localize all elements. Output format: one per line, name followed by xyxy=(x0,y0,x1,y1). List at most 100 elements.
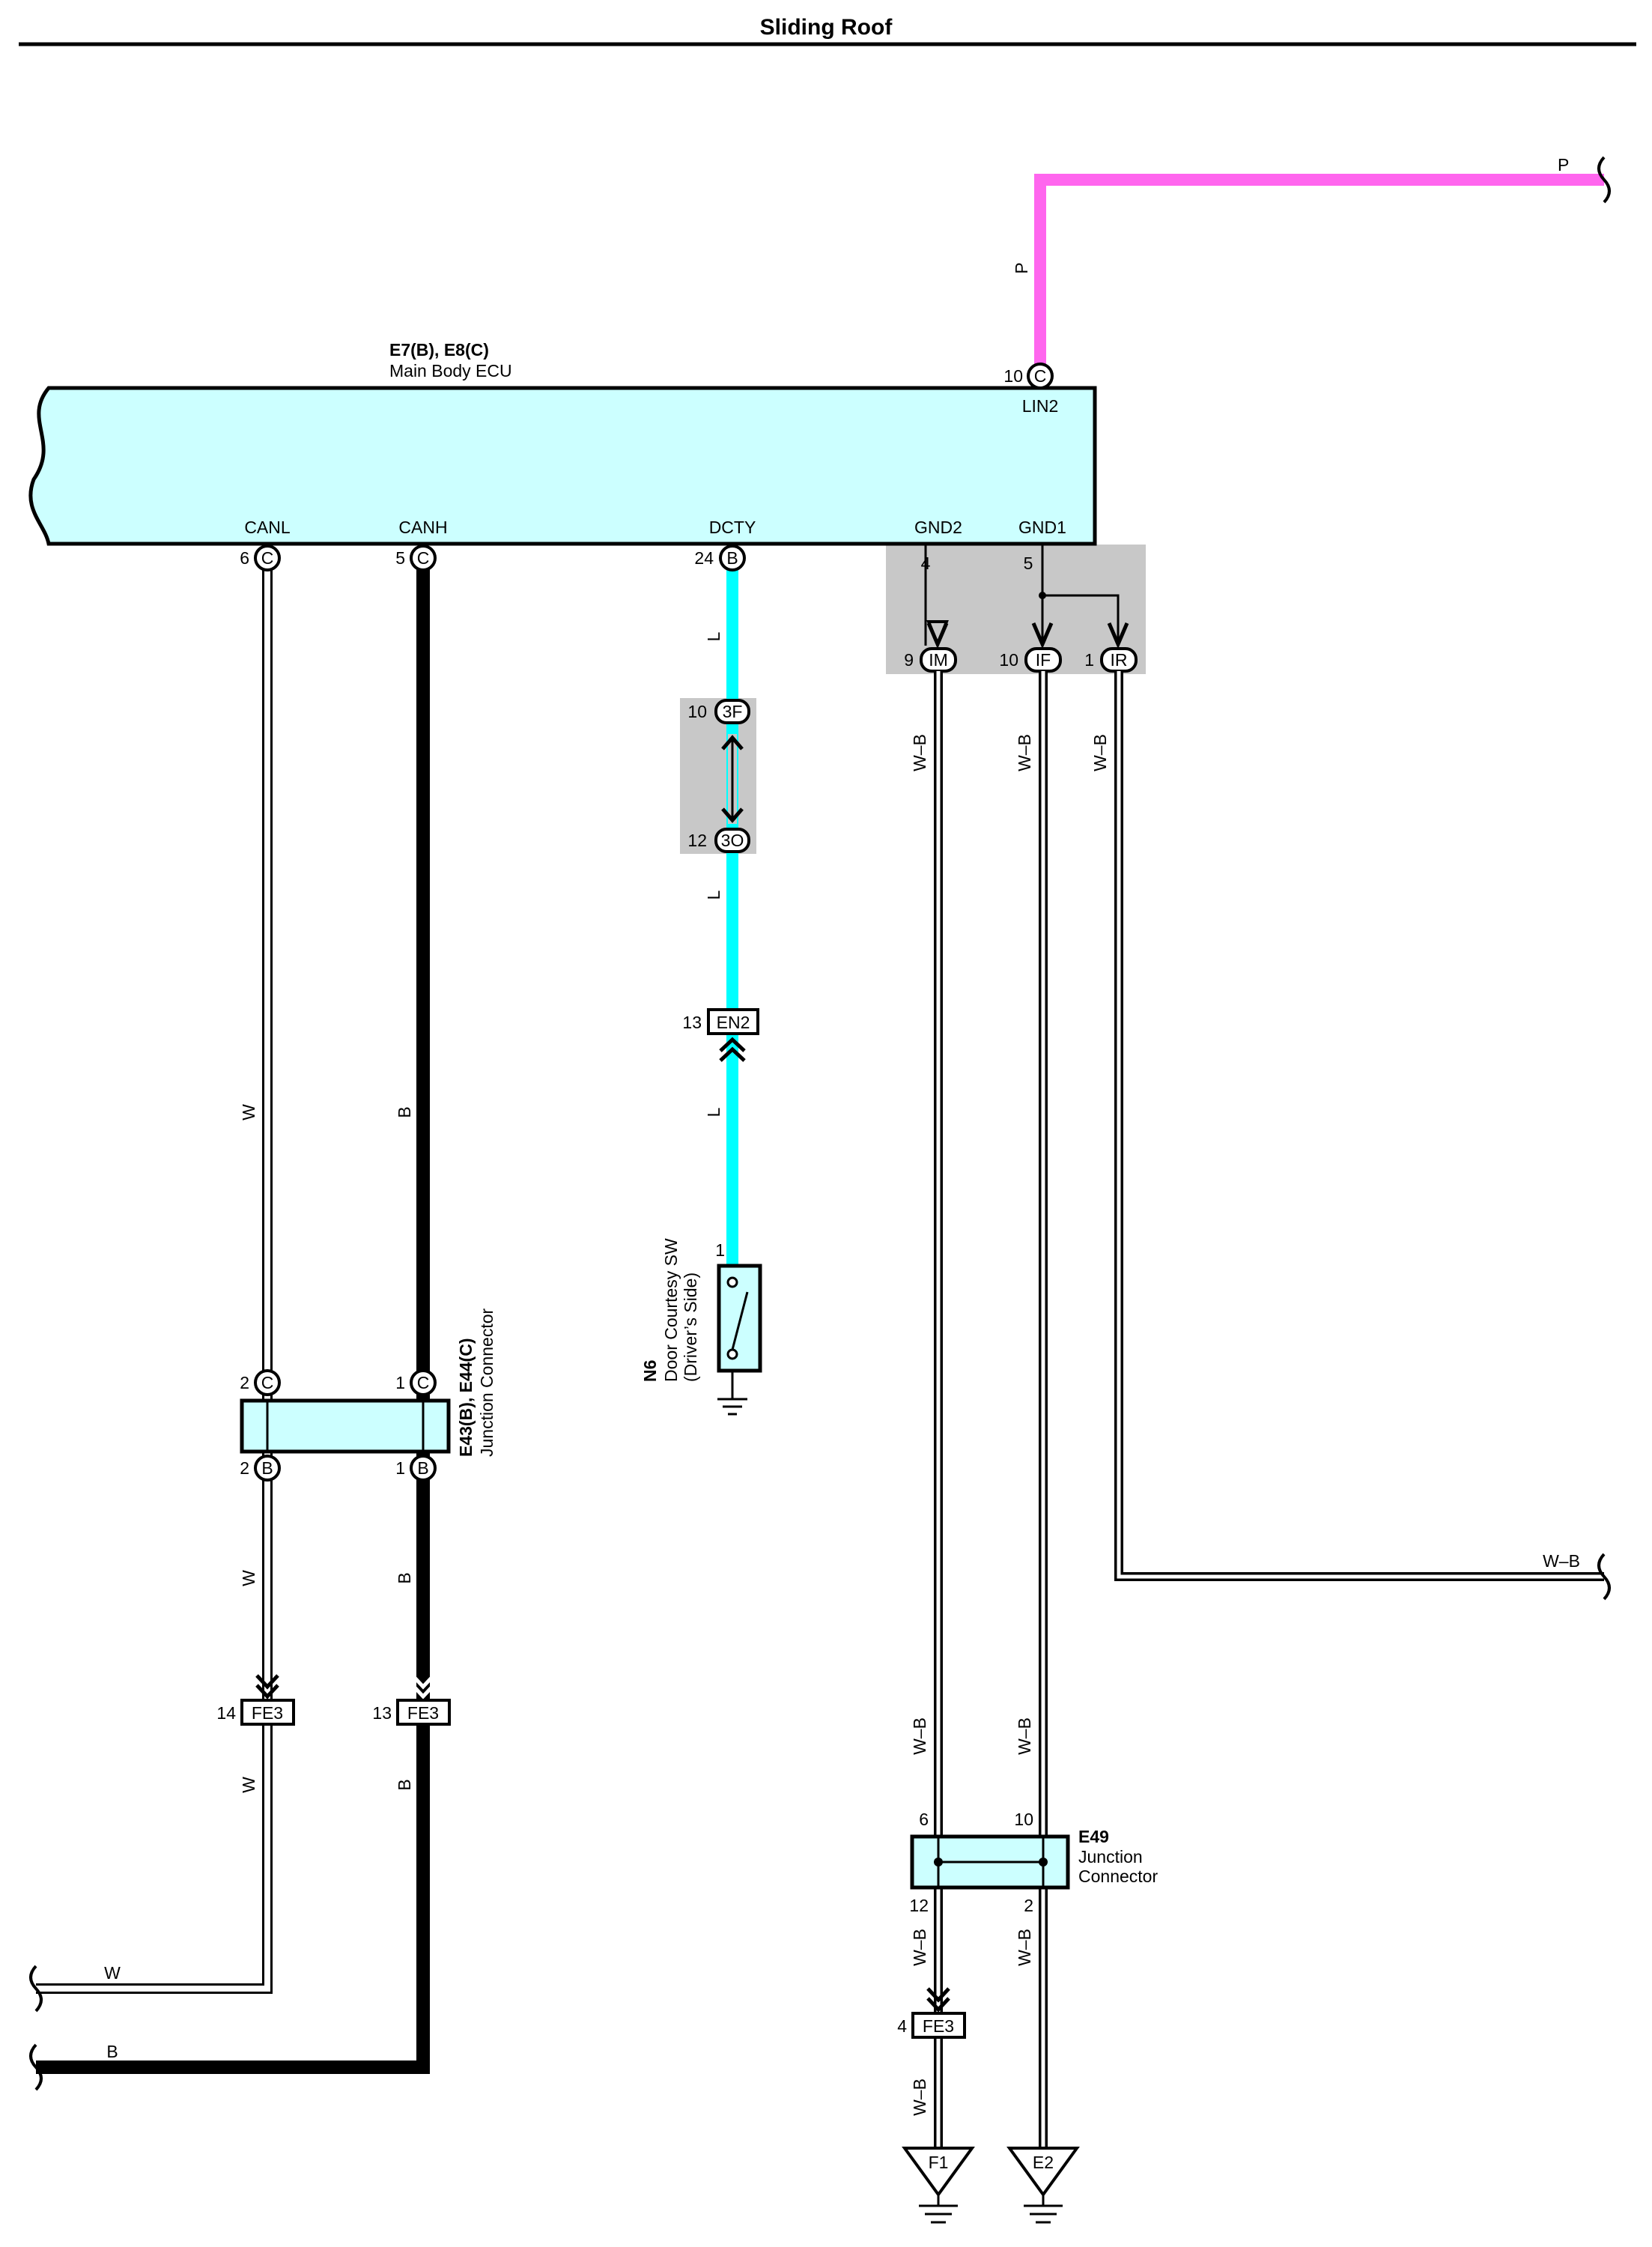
ground-e2-code: E2 xyxy=(1033,2153,1054,2172)
ecu-pin-lin2-conn: C xyxy=(1034,366,1047,386)
connector-3o-num: 12 xyxy=(687,831,707,850)
ecu-pin-canl-label: CANL xyxy=(244,518,291,537)
door-courtesy-switch xyxy=(717,1264,762,1416)
junction-e43-pin-bottom-right xyxy=(410,1455,437,1482)
junction-e49-bottom-left: 12 xyxy=(909,1896,929,1915)
ecu-pin-canh-num: 5 xyxy=(395,548,405,568)
wire-label-im-bottom: W–B xyxy=(910,2078,929,2116)
ecu-pin-gnd1-num: 5 xyxy=(1024,554,1033,573)
fe3-bottom-box xyxy=(911,2012,966,2039)
junction-e43-name: Junction Connector xyxy=(477,1308,496,1457)
ecu-pin-canh-conn: C xyxy=(417,548,430,568)
wire-canl-white xyxy=(29,558,273,2013)
junction-e43-top-right-conn: C xyxy=(417,1373,430,1392)
junction-e43-pin-top-right xyxy=(410,1369,437,1396)
ground-e2-symbol xyxy=(1006,2147,1080,2224)
junction-e49-bottom-right: 2 xyxy=(1024,1896,1033,1915)
wire-label-dcty-2: L xyxy=(704,890,723,900)
fe3-bottom-num: 4 xyxy=(897,2016,907,2036)
ecu-pin-dcty-label: DCTY xyxy=(709,518,756,537)
en2-arrow-2 xyxy=(719,1046,746,1062)
door-switch-name-2: (Driver’s Side) xyxy=(681,1273,700,1382)
fe3-right-box xyxy=(396,1699,451,1726)
ecu-pin-canl xyxy=(254,545,281,571)
connector-ir-num: 1 xyxy=(1084,650,1094,670)
junction-e43-bottom-right-num: 1 xyxy=(395,1458,405,1478)
fe3-right-arrow xyxy=(411,1674,435,1699)
door-switch-pin: 1 xyxy=(715,1240,725,1260)
connector-3f xyxy=(714,699,750,724)
wire-label-canh-low: B xyxy=(395,1779,414,1790)
wire-label-ir: W–B xyxy=(1090,734,1110,771)
junction-e49-top-right: 10 xyxy=(1014,1810,1033,1829)
connector-3f-code: 3F xyxy=(723,702,743,721)
junction-e43-top-right-num: 1 xyxy=(395,1373,405,1392)
main-body-ecu xyxy=(28,386,1097,546)
wire-label-canh: B xyxy=(395,1106,414,1118)
junction-e43-bottom-right-conn: B xyxy=(417,1458,428,1478)
junction-e49-name-2: Connector xyxy=(1078,1867,1158,1886)
wire-label-pink-vertical: P xyxy=(1012,262,1031,273)
ecu-pin-gnd2-label: GND2 xyxy=(914,518,962,537)
ground-tap-gnd1-branch xyxy=(1042,594,1120,646)
gnd1-junction-dot xyxy=(1039,592,1046,599)
ecu-name: Main Body ECU xyxy=(389,361,512,380)
wire-label-canl-low: W xyxy=(239,1777,258,1793)
page-title: Sliding Roof xyxy=(760,15,893,40)
ground-f1-code: F1 xyxy=(929,2153,949,2172)
junction-e43-pin-top-left xyxy=(254,1369,281,1396)
ecu-pin-lin2 xyxy=(1027,363,1054,389)
wire-label-if-low: W–B xyxy=(1015,1717,1034,1755)
connector-ir-code: IR xyxy=(1111,650,1128,670)
ecu-pin-canl-conn: C xyxy=(261,548,274,568)
connector-3f-num: 10 xyxy=(687,702,707,721)
junction-e43-pin-bottom-left xyxy=(254,1455,281,1482)
wire-canh-black xyxy=(29,558,430,2091)
junction-e49-code: E49 xyxy=(1078,1827,1109,1846)
junction-e49-dot-left xyxy=(934,1858,943,1867)
ecu-pin-lin2-label: LIN2 xyxy=(1022,396,1059,416)
ecu-pin-canh xyxy=(410,545,437,571)
wire-label-im: W–B xyxy=(910,734,929,771)
door-switch-code: N6 xyxy=(640,1360,660,1382)
wire-label-pink-horizontal: P xyxy=(1558,155,1569,175)
ecu-pin-gnd2-num: 4 xyxy=(921,554,931,573)
wire-ir-wb xyxy=(1114,671,1611,1601)
dcty-arrow-up xyxy=(721,735,744,750)
junction-e43-bottom-left-num: 2 xyxy=(240,1458,249,1478)
junction-e49-dot-right xyxy=(1039,1858,1048,1867)
ecu-pin-canl-num: 6 xyxy=(240,548,249,568)
junction-e49-top-left: 6 xyxy=(919,1810,929,1829)
wire-label-canh-end: B xyxy=(106,2042,118,2061)
wire-label-ir-end: W–B xyxy=(1543,1551,1580,1571)
ecu-pin-dcty-conn: B xyxy=(726,548,738,568)
wire-label-dcty-3: L xyxy=(704,1107,723,1117)
dcty-arrow-down xyxy=(721,807,744,823)
junction-connector-e43 xyxy=(240,1398,451,1454)
fe3-bottom-arrow xyxy=(926,1987,950,2013)
ecu-pin-canh-label: CANH xyxy=(398,518,447,537)
junction-e43-top-left-num: 2 xyxy=(240,1373,249,1392)
junction-e43-top-left-conn: C xyxy=(261,1373,274,1392)
ecu-code: E7(B), E8(C) xyxy=(389,340,489,360)
junction-e49-name-1: Junction xyxy=(1078,1847,1143,1867)
connector-im-num: 9 xyxy=(904,650,914,670)
fe3-bottom-code: FE3 xyxy=(923,2016,954,2036)
door-switch-name-1: Door Courtesy SW xyxy=(661,1238,681,1382)
wire-label-canl-mid: W xyxy=(239,1570,258,1586)
wire-label-if-below-jc: W–B xyxy=(1015,1929,1034,1966)
wire-lin2-pink xyxy=(1034,156,1611,367)
connector-if-code: IF xyxy=(1036,650,1051,670)
wire-label-canl: W xyxy=(239,1104,258,1121)
connector-3o xyxy=(714,828,750,853)
fe3-left-num: 14 xyxy=(216,1703,236,1723)
ecu-pin-gnd1-label: GND1 xyxy=(1018,518,1066,537)
wire-label-if: W–B xyxy=(1015,734,1034,771)
fe3-left-code: FE3 xyxy=(252,1703,283,1723)
junction-e43-bottom-left-conn: B xyxy=(261,1458,273,1478)
fe3-right-code: FE3 xyxy=(407,1703,439,1723)
en2-arrow-1 xyxy=(719,1037,746,1052)
ecu-pin-lin2-num: 10 xyxy=(1003,366,1023,386)
wire-label-im-below-jc: W–B xyxy=(910,1929,929,1966)
